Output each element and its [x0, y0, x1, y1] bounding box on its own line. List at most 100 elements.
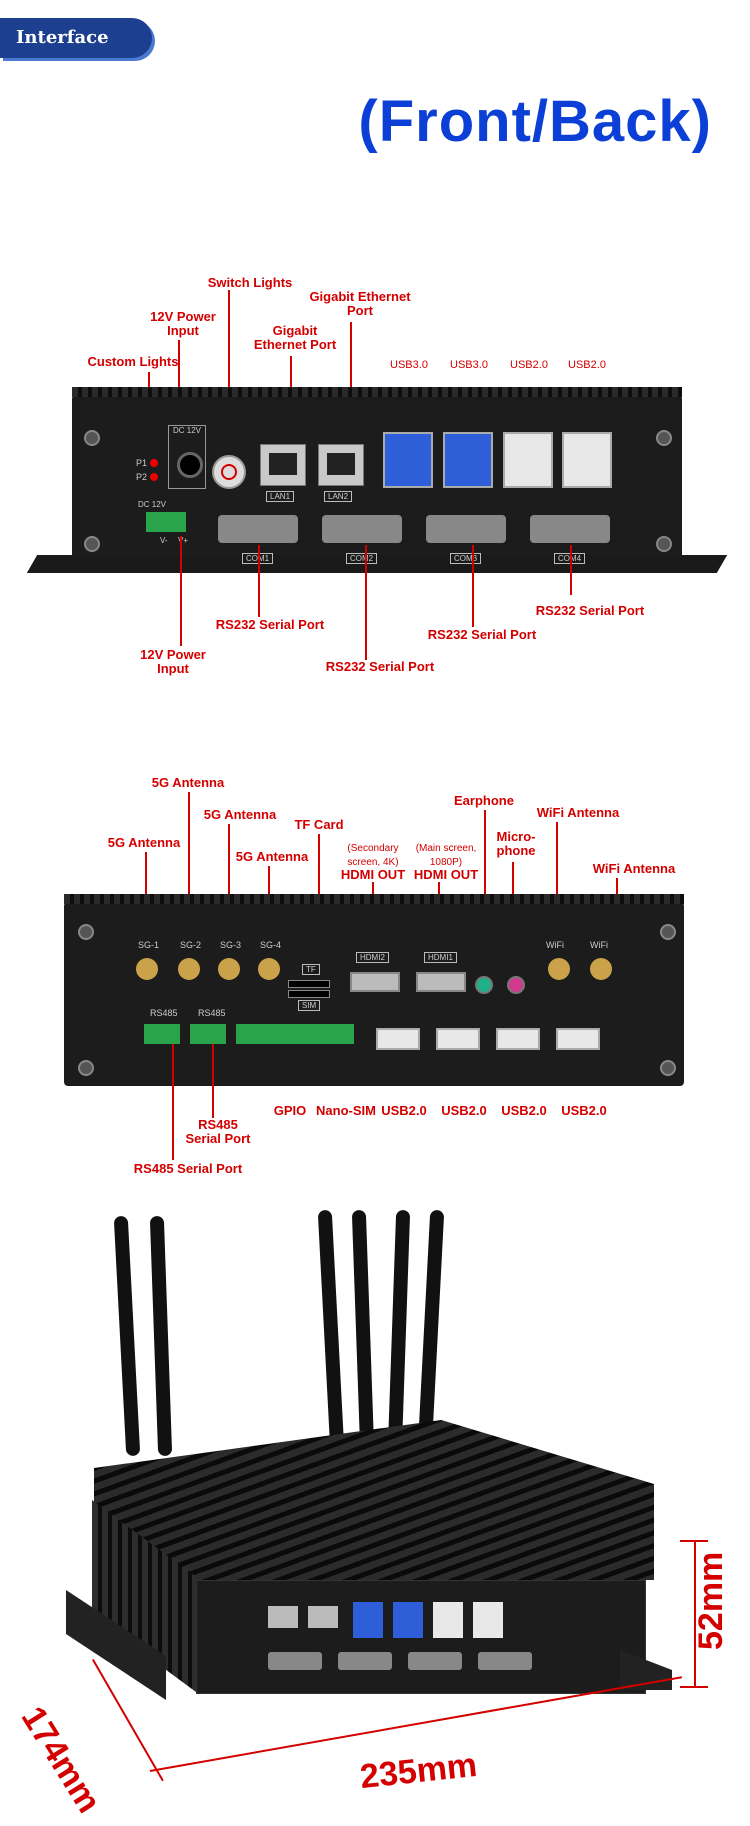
antenna: [387, 1209, 411, 1451]
wifi2-label: WiFi: [590, 940, 608, 950]
label-wifi-antenna-1: WiFi Antenna: [536, 805, 620, 820]
screw: [78, 924, 94, 940]
label-5g-antenna-3: 5G Antenna: [203, 807, 277, 822]
dc-jack[interactable]: DC 12V: [168, 425, 206, 489]
back-usb20-port-2[interactable]: [436, 1028, 480, 1050]
back-panel: [64, 894, 684, 1086]
lan1-port[interactable]: [260, 444, 306, 486]
sg2-label: SG-2: [180, 940, 202, 950]
label-switch-lights: Switch Lights: [207, 275, 293, 290]
com4-label: COM4: [554, 553, 586, 564]
power-switch[interactable]: [212, 455, 246, 489]
hdmi1-label: HDMI1: [424, 952, 457, 963]
antenna: [149, 1215, 173, 1457]
back-usb20-port-4[interactable]: [556, 1028, 600, 1050]
com3-label: COM3: [450, 553, 482, 564]
dimension-height: 52mm: [692, 1551, 730, 1650]
sim-slot[interactable]: [288, 990, 330, 998]
label-usb30-b: USB3.0: [450, 359, 488, 371]
screw: [84, 536, 100, 552]
label-wifi-antenna-2: WiFi Antenna: [592, 861, 676, 876]
com4-port[interactable]: [530, 515, 610, 543]
rs485-terminal-2[interactable]: [190, 1024, 226, 1044]
screw: [84, 430, 100, 446]
label-5g-antenna-4: 5G Antenna: [235, 849, 309, 864]
label-microphone: Micro- phone: [496, 829, 536, 858]
rs485-2-label: RS485: [198, 1008, 226, 1018]
screw: [78, 1060, 94, 1076]
wifi1-label: WiFi: [546, 940, 564, 950]
terminal-label: DC 12V: [138, 500, 167, 509]
label-usb30-a: USB3.0: [390, 359, 428, 371]
power-terminal[interactable]: [146, 512, 186, 532]
antenna: [417, 1209, 445, 1451]
dc-jack-icon: [177, 452, 203, 478]
tf-label: TF: [302, 964, 320, 975]
led-p1-icon: [150, 459, 158, 467]
hdmi2-label: HDMI2: [356, 952, 389, 963]
lan2-port[interactable]: [318, 444, 364, 486]
usb30-port-a[interactable]: [383, 432, 433, 488]
com2-port[interactable]: [322, 515, 402, 543]
label-custom-lights: Custom Lights: [87, 354, 179, 369]
label-rs232-1: RS232 Serial Port: [215, 617, 325, 632]
com2-label: COM2: [346, 553, 378, 564]
label-tf-card: TF Card: [294, 817, 344, 832]
com1-port[interactable]: [218, 515, 298, 543]
led-p2-icon: [150, 473, 158, 481]
sg4-label: SG-4: [260, 940, 282, 950]
lan2-label: LAN2: [324, 491, 353, 502]
power-icon: [221, 464, 237, 480]
back-usb20-port-3[interactable]: [496, 1028, 540, 1050]
antenna: [317, 1209, 345, 1451]
dimension-width: 235mm: [358, 1745, 479, 1797]
label-gigabit-ethernet-port-2: Gigabit Ethernet Port: [309, 289, 411, 318]
usb30-port-b[interactable]: [443, 432, 493, 488]
label-rs232-4: RS232 Serial Port: [535, 603, 645, 618]
wifi-connector-1[interactable]: [548, 958, 570, 980]
label-usb20-a: USB2.0: [510, 359, 548, 371]
gpio-terminal[interactable]: [236, 1024, 354, 1044]
sim-label: SIM: [298, 1000, 321, 1011]
usb20-port-a[interactable]: [503, 432, 553, 488]
label-power-input-top: 12V Power Input: [150, 309, 216, 338]
lan1-label: LAN1: [266, 491, 295, 502]
hdmi1-port[interactable]: [416, 972, 466, 992]
sma-connector-4[interactable]: [258, 958, 280, 980]
sma-connector-3[interactable]: [218, 958, 240, 980]
usb20-port-b[interactable]: [562, 432, 612, 488]
label-rs485-2: RS485 Serial Port: [185, 1117, 251, 1146]
p2-label: P2: [136, 472, 148, 482]
com3-port[interactable]: [426, 515, 506, 543]
sma-connector-2[interactable]: [178, 958, 200, 980]
label-gigabit-ethernet-port-1: Gigabit Ethernet Port: [253, 323, 337, 352]
screw: [660, 1060, 676, 1076]
antenna: [351, 1209, 375, 1451]
sg1-label: SG-1: [138, 940, 160, 950]
microphone-jack[interactable]: [507, 976, 525, 994]
label-rs232-2: RS232 Serial Port: [325, 659, 435, 674]
page-title: (Front/Back): [358, 89, 712, 154]
sma-connector-1[interactable]: [136, 958, 158, 980]
earphone-jack[interactable]: [475, 976, 493, 994]
heatsink-top: [94, 1420, 654, 1580]
label-hdmi-main: HDMI OUT: [413, 867, 479, 882]
label-rs485-1: RS485 Serial Port: [133, 1161, 243, 1176]
wifi-connector-2[interactable]: [590, 958, 612, 980]
section-tag: Interface: [0, 18, 152, 58]
sg3-label: SG-3: [220, 940, 242, 950]
label-hdmi-secondary-note: (Secondary screen, 4K): [347, 843, 399, 868]
label-usb20-b: USB2.0: [568, 359, 606, 371]
back-usb20-port-1[interactable]: [376, 1028, 420, 1050]
com1-label: COM1: [242, 553, 274, 564]
rs485-terminal-1[interactable]: [144, 1024, 180, 1044]
rs485-1-label: RS485: [150, 1008, 178, 1018]
label-nano-sim: Nano-SIM: [316, 1103, 376, 1118]
hdmi2-port[interactable]: [350, 972, 400, 992]
screw: [656, 536, 672, 552]
label-rs232-3: RS232 Serial Port: [427, 627, 537, 642]
label-earphone: Earphone: [454, 793, 514, 808]
tf-slot[interactable]: [288, 980, 330, 988]
label-back-usb20-1: USB2.0: [381, 1103, 427, 1118]
label-hdmi-main-note: (Main screen, 1080P): [415, 843, 477, 868]
